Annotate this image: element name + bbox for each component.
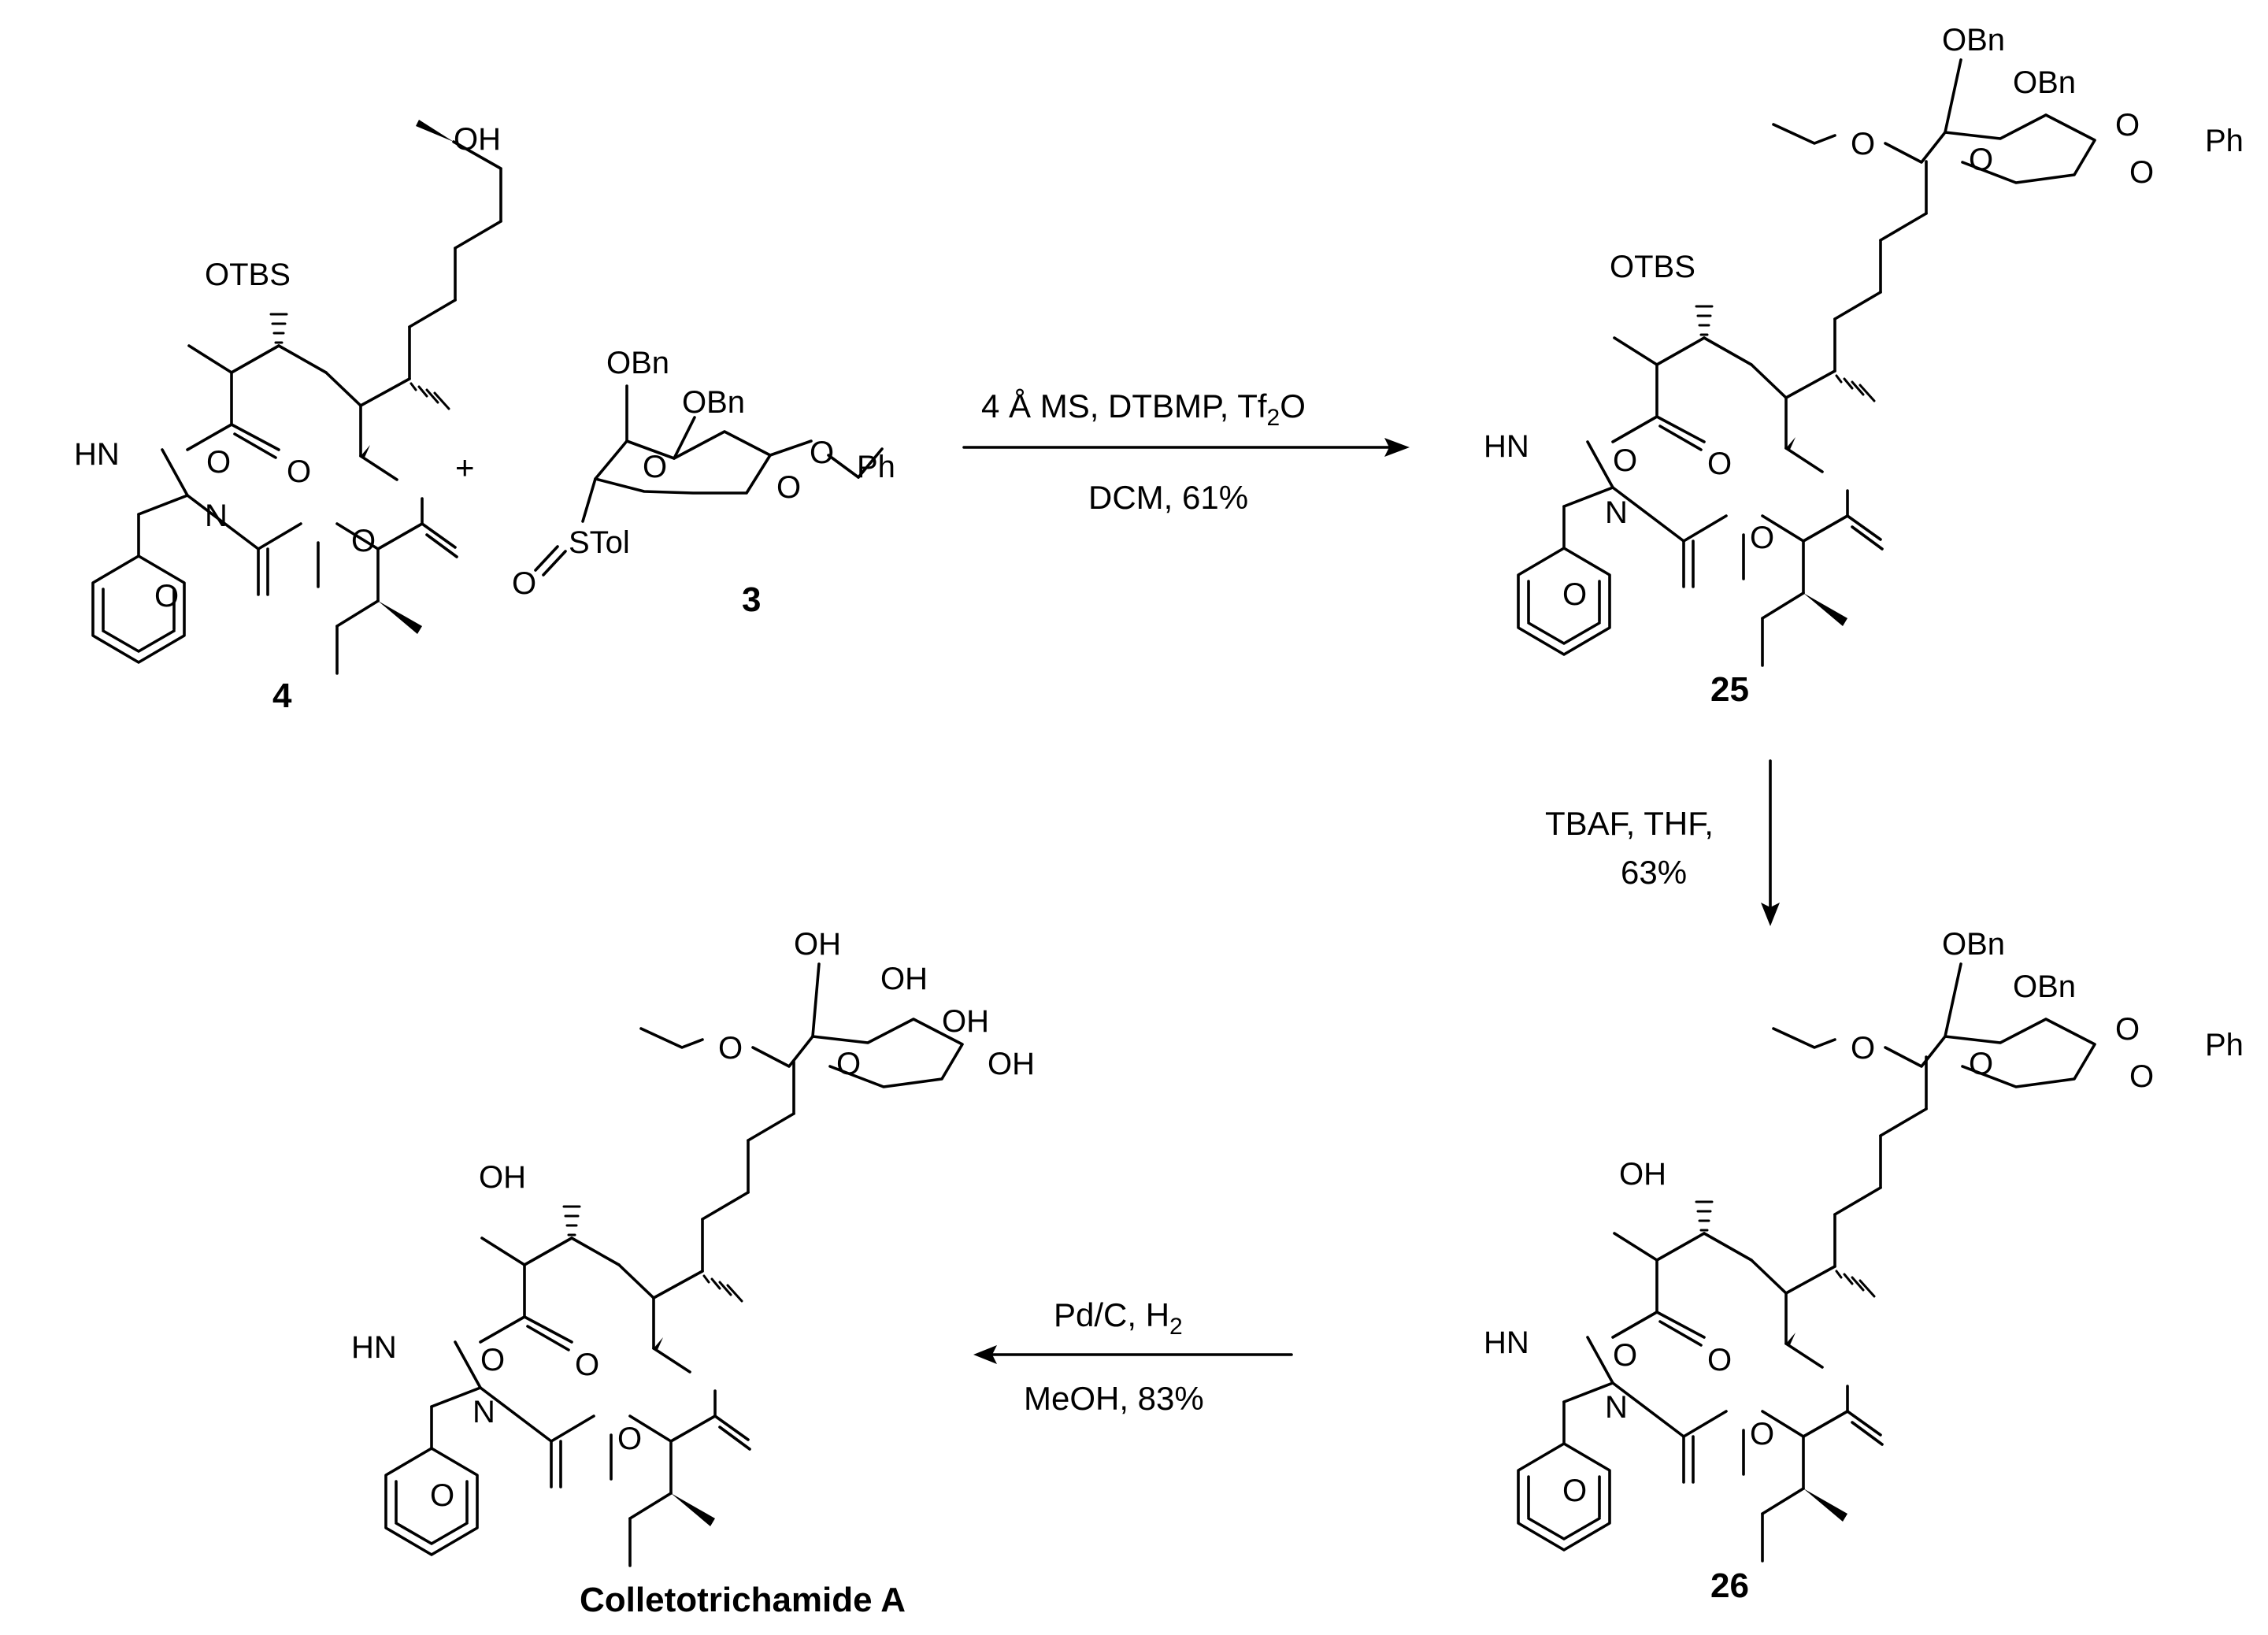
ph-label: Ph (2205, 124, 2244, 158)
plus-sign: + (455, 449, 475, 486)
compound-26-structure: HN O O N O O OH O OBn OBn O O O Ph 26 (1484, 927, 2244, 1605)
o-label: O (1750, 1417, 1774, 1451)
acetal-o-label: O (2115, 108, 2140, 143)
otbs-label: OTBS (205, 258, 291, 292)
acetal-o-label: O (776, 470, 801, 505)
o-label: O (206, 445, 231, 480)
hn-label: HN (1484, 429, 1529, 464)
oh-label: OH (794, 927, 841, 962)
compound-3-label: 3 (742, 580, 761, 619)
n-label: N (1605, 495, 1628, 530)
o-label: O (287, 454, 311, 489)
o-label: O (351, 524, 376, 558)
o-label: O (1562, 1474, 1587, 1508)
ring-o-label: O (643, 450, 667, 484)
compound-26-label: 26 (1710, 1566, 1749, 1605)
oh-label: OH (942, 1004, 989, 1039)
obn-label: OBn (1942, 23, 2005, 57)
stol-label: STol (569, 525, 630, 560)
o-label: O (1562, 577, 1587, 612)
compound-4-structure: HN O O N O O OTBS OH 4 (74, 120, 502, 715)
ph-label: Ph (857, 450, 895, 484)
o-label: O (1613, 1338, 1637, 1373)
oh-label: OH (479, 1160, 526, 1195)
o-label: O (575, 1348, 599, 1382)
oh-label: OH (454, 122, 501, 157)
hn-label: HN (1484, 1325, 1529, 1360)
ph-label: Ph (2205, 1028, 2244, 1062)
o-label: O (430, 1478, 454, 1513)
conditions-above-3: Pd/C, H2 (1054, 1296, 1183, 1340)
otbs-label: OTBS (1610, 250, 1695, 284)
conditions-2-line1: TBAF, THF, (1545, 805, 1714, 842)
ring-o-label: O (1969, 1047, 1993, 1081)
ring-o-label: O (836, 1047, 861, 1081)
obn-label: OBn (2013, 65, 2076, 100)
obn-label: OBn (2013, 970, 2076, 1004)
ring-o-label: O (1969, 143, 1993, 177)
acetal-o-label: O (810, 436, 834, 470)
obn-label: OBn (1942, 927, 2005, 962)
compound-4-label: 4 (272, 677, 292, 715)
o-label: O (1707, 447, 1732, 481)
n-label: N (472, 1395, 495, 1429)
acetal-o-label: O (2115, 1012, 2140, 1047)
oh-label: OH (1619, 1157, 1666, 1192)
glycosidic-o-label: O (1851, 1031, 1875, 1066)
o-label: O (480, 1343, 505, 1377)
o-label: O (617, 1422, 642, 1456)
o-label: O (1707, 1343, 1732, 1377)
conditions-above-1: 4 Å MS, DTBMP, Tf2O (981, 387, 1306, 431)
hn-label: HN (351, 1330, 397, 1365)
obn-label: OBn (682, 385, 745, 420)
compound-3-structure: OBn OBn O O Ph O STol O 3 (512, 346, 895, 619)
o-label: O (1750, 521, 1774, 555)
compound-25-structure: HN O O N O O OTBS O OBn OBn O O O Ph 25 (1484, 23, 2244, 709)
o-label: O (1613, 443, 1637, 478)
acetal-o-label: O (2129, 155, 2154, 190)
reaction-arrow-3: Pd/C, H2 MeOH, 83% (973, 1296, 1293, 1417)
conditions-below-3: MeOH, 83% (1024, 1380, 1204, 1417)
acetal-o-label: O (2129, 1059, 2154, 1094)
oh-label: OH (880, 962, 928, 996)
conditions-below-1: DCM, 61% (1088, 479, 1248, 516)
reaction-arrow-1: 4 Å MS, DTBMP, Tf2O DCM, 61% (962, 387, 1410, 516)
glycosidic-o-label: O (718, 1031, 743, 1066)
compound-25-label: 25 (1710, 670, 1749, 709)
hn-label: HN (74, 437, 120, 472)
o-label: O (154, 579, 179, 614)
colletotrichamide-a-label: Colletotrichamide A (580, 1581, 906, 1619)
reaction-arrow-2: TBAF, THF, 63% (1545, 759, 1780, 926)
oh-label: OH (988, 1047, 1035, 1081)
glycosidic-o-label: O (1851, 127, 1875, 161)
n-label: N (1605, 1390, 1628, 1425)
n-label: N (205, 499, 228, 533)
obn-label: OBn (606, 346, 669, 380)
colletotrichamide-a-structure: HN O O N O O OH O OH OH OH OH O Colletot… (351, 927, 1035, 1619)
sulfoxide-o-label: O (512, 566, 536, 601)
conditions-2-line2: 63% (1621, 854, 1687, 891)
